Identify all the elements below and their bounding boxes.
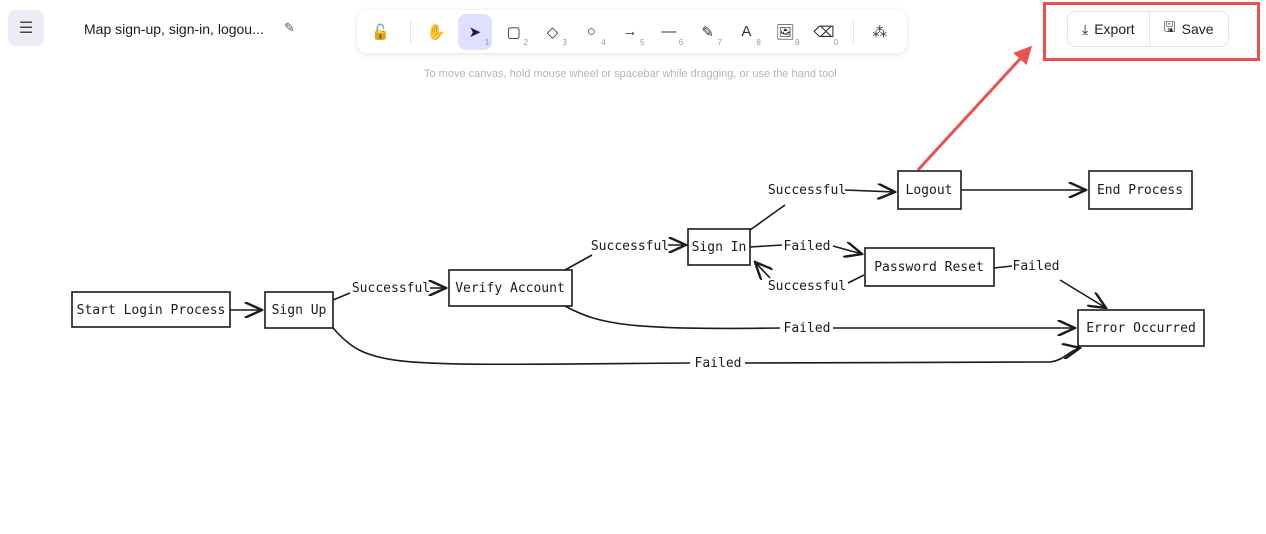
annotation-arrow xyxy=(916,45,1033,172)
download-icon: ⤓ xyxy=(1082,20,1089,37)
shortcut-key: 3 xyxy=(562,37,567,47)
node-verify-label: Verify Account xyxy=(455,281,565,296)
shortcut-key: 9 xyxy=(795,37,800,47)
tool-rectangle[interactable]: ▢2 xyxy=(496,14,531,50)
hand-icon: ✋ xyxy=(426,23,446,41)
shortcut-key: 2 xyxy=(523,37,529,47)
shortcut-key: 1 xyxy=(484,37,490,47)
save-button[interactable]: 🖫Save xyxy=(1148,12,1228,46)
edge-label: Failed xyxy=(784,321,831,336)
node-logout xyxy=(897,170,962,210)
tool-shapes[interactable]: ⁂ xyxy=(862,14,897,50)
node-error xyxy=(1077,309,1205,347)
tool-hand[interactable]: ✋ xyxy=(419,14,454,50)
tool-draw[interactable]: ✎7 xyxy=(690,14,725,50)
shortcut-key: 4 xyxy=(601,37,606,47)
tool-arrow[interactable]: →5 xyxy=(613,14,648,50)
edge-label: Successful xyxy=(352,281,430,296)
edge-label: Successful xyxy=(591,239,669,254)
node-signup-label: Sign Up xyxy=(272,303,327,318)
lock-icon: 🔓 xyxy=(371,23,390,41)
edge-label: Successful xyxy=(768,279,846,294)
edge-signin-logout xyxy=(749,190,895,231)
edge-label: Failed xyxy=(784,239,831,254)
shortcut-key: 5 xyxy=(639,37,645,47)
export-button[interactable]: ⤓Export xyxy=(1082,20,1135,38)
canvas-hint: To move canvas, hold mouse wheel or spac… xyxy=(424,68,837,80)
tool-line[interactable]: —6 xyxy=(651,14,686,50)
ellipse-icon: ○ xyxy=(586,23,596,40)
text-icon: A xyxy=(741,23,752,40)
edge-label: Successful xyxy=(768,183,846,198)
node-start-label: Start Login Process xyxy=(77,303,226,318)
node-error-label: Error Occurred xyxy=(1086,321,1196,336)
node-signin-label: Sign In xyxy=(692,240,747,255)
tool-lock[interactable]: 🔓 xyxy=(363,14,398,50)
save-icon: 🖫 xyxy=(1163,19,1176,35)
eraser-icon: ⌫ xyxy=(813,23,835,41)
edge-signup-verify xyxy=(332,288,446,300)
node-verify xyxy=(448,269,573,307)
edge-reset-error xyxy=(993,265,1106,308)
node-signin xyxy=(687,228,751,266)
draw-icon: ✎ xyxy=(701,23,714,41)
node-end xyxy=(1088,170,1193,210)
action-group: ⤓Export 🖫Save xyxy=(1067,11,1229,47)
node-end-label: End Process xyxy=(1097,183,1183,198)
shortcut-key: 8 xyxy=(756,37,761,47)
node-reset xyxy=(864,247,995,287)
shortcut-key: 7 xyxy=(717,37,722,47)
tool-selection[interactable]: ➤1 xyxy=(457,13,493,50)
line-icon: — xyxy=(661,23,677,40)
rectangle-icon: ▢ xyxy=(506,23,521,41)
tool-image[interactable]: 🖼9 xyxy=(768,14,803,50)
edge-verify-error xyxy=(564,305,1075,328)
shortcut-key: 6 xyxy=(678,37,684,47)
tool-ellipse[interactable]: ○4 xyxy=(574,14,609,50)
highlight-box xyxy=(1043,2,1260,61)
selection-icon: ➤ xyxy=(468,23,482,41)
edge-reset-signin xyxy=(755,262,865,284)
node-logout-label: Logout xyxy=(906,183,953,198)
edge-verify-signin xyxy=(564,245,686,271)
node-signup xyxy=(264,291,334,329)
shapes-icon: ⁂ xyxy=(872,23,888,41)
edit-icon[interactable]: ✎ xyxy=(284,20,295,35)
arrow-icon: → xyxy=(622,23,638,40)
image-icon: 🖼 xyxy=(775,23,795,41)
shortcut-key: 0 xyxy=(833,37,839,47)
edge-signup-error xyxy=(332,327,1080,364)
tool-diamond[interactable]: ◇3 xyxy=(535,14,570,50)
node-start xyxy=(71,291,231,328)
toolbar-divider xyxy=(853,19,855,44)
edge-label: Failed xyxy=(695,356,742,371)
tool-eraser[interactable]: ⌫0 xyxy=(807,14,842,50)
node-reset-label: Password Reset xyxy=(874,260,984,275)
toolbar-divider xyxy=(409,19,411,44)
diamond-icon: ◇ xyxy=(546,23,559,41)
edge-label: Failed xyxy=(1013,259,1060,274)
document-title[interactable]: Map sign-up, sign-in, logou... xyxy=(84,21,264,37)
hamburger-icon[interactable]: ☰ xyxy=(8,10,44,46)
